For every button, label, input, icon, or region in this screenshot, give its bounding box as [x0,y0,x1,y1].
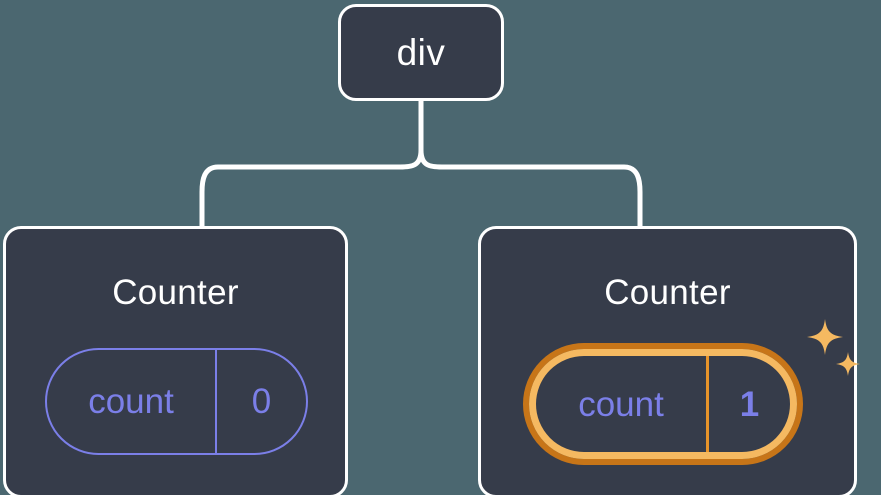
state-value-label-right: 1 [739,384,760,424]
state-pill-left[interactable]: count 0 [45,348,308,455]
state-value-label-left: 0 [251,382,272,421]
sparkle-group [807,319,860,376]
state-value-cell-left: 0 [217,350,306,453]
node-div[interactable]: div [338,4,504,101]
state-value-cell-right: 1 [709,356,790,452]
state-key-label-right: count [578,384,664,424]
sparkle-icon [836,352,860,376]
state-pill-right-inner-ring: count 1 [529,349,797,459]
node-counter-left[interactable]: Counter count 0 [3,226,348,495]
counter-left-title: Counter [112,273,239,312]
state-key-label-left: count [88,382,174,421]
state-key-cell-right: count [536,356,709,452]
node-counter-right[interactable]: Counter count 1 [478,226,860,495]
state-pill-right-outer-ring [523,343,803,465]
state-pill-right[interactable]: count 1 [523,343,803,465]
node-div-label: div [396,32,446,73]
sparkle-icon [807,319,843,355]
counter-right-title: Counter [604,273,731,312]
state-key-cell-left: count [47,350,217,453]
